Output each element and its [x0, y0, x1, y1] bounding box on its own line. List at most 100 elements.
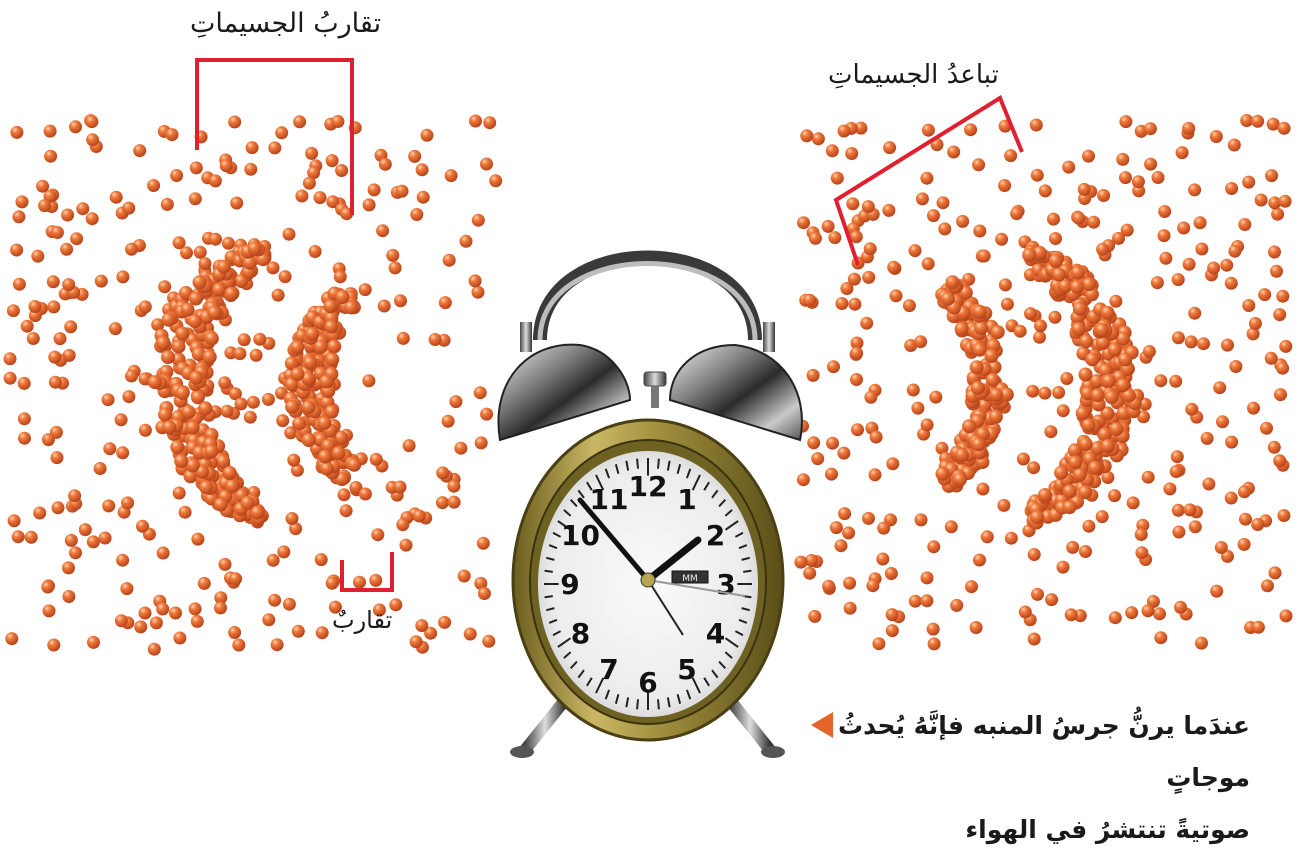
particle-dot-icon — [275, 126, 288, 139]
caption-line-1: عندَما يرنُّ جرسُ المنبه فإنَّهُ يُحدثُ … — [810, 700, 1250, 804]
particle-dot-icon — [442, 415, 455, 428]
particle-dot-icon — [1251, 518, 1264, 531]
particle-dot-icon — [87, 535, 100, 548]
particle-dot-icon — [1054, 466, 1068, 480]
particle-dot-icon — [1068, 443, 1082, 457]
particle-dot-icon — [235, 397, 248, 410]
particle-dot-icon — [794, 556, 807, 569]
particle-dot-icon — [448, 496, 461, 509]
particle-dot-icon — [973, 305, 987, 319]
particle-dot-icon — [1276, 362, 1289, 375]
particle-dot-icon — [1163, 482, 1176, 495]
particle-dot-icon — [10, 126, 23, 139]
clock-numeral: 12 — [629, 470, 668, 503]
particle-dot-icon — [999, 278, 1012, 291]
particle-dot-icon — [866, 579, 879, 592]
particle-dot-icon — [1028, 548, 1041, 561]
particle-dot-icon — [189, 602, 202, 615]
particle-dot-icon — [1034, 319, 1047, 332]
particle-dot-icon — [403, 439, 416, 452]
particle-dot-icon — [1154, 631, 1167, 644]
particle-dot-icon — [400, 539, 413, 552]
particle-dot-icon — [472, 214, 485, 227]
particle-dot-icon — [1038, 488, 1052, 502]
particle-dot-icon — [955, 322, 969, 336]
particle-dot-icon — [1070, 280, 1084, 294]
particle-dot-icon — [973, 554, 986, 567]
particle-dot-icon — [1026, 385, 1039, 398]
particle-dot-icon — [379, 158, 392, 171]
particle-dot-icon — [1158, 205, 1171, 218]
particle-dot-icon — [439, 296, 452, 309]
particle-dot-icon — [33, 507, 46, 520]
particle-dot-icon — [4, 352, 17, 365]
particle-dot-icon — [8, 514, 21, 527]
particle-dot-icon — [1210, 130, 1223, 143]
particle-dot-icon — [989, 410, 1003, 424]
particle-dot-icon — [480, 158, 493, 171]
particle-dot-icon — [1087, 216, 1100, 229]
particle-dot-icon — [1220, 259, 1233, 272]
particle-dot-icon — [70, 232, 83, 245]
particle-dot-icon — [1052, 268, 1066, 282]
clock-numeral: 9 — [560, 568, 579, 601]
figure-caption: عندَما يرنُّ جرسُ المنبه فإنَّهُ يُحدثُ … — [810, 700, 1250, 856]
particle-dot-icon — [976, 483, 989, 496]
clock-numeral: 1 — [677, 483, 696, 516]
particle-dot-icon — [232, 639, 245, 652]
particle-dot-icon — [1005, 532, 1018, 545]
particle-dot-icon — [1159, 252, 1172, 265]
particle-dot-icon — [125, 370, 138, 383]
particle-dot-icon — [845, 147, 858, 160]
particle-dot-icon — [169, 607, 182, 620]
particle-dot-icon — [956, 215, 969, 228]
particle-dot-icon — [454, 442, 467, 455]
particle-dot-icon — [1207, 262, 1220, 275]
particle-dot-icon — [246, 141, 259, 154]
particle-dot-icon — [1271, 208, 1284, 221]
particle-dot-icon — [807, 369, 820, 382]
clock-tick — [637, 459, 638, 469]
particle-dot-icon — [1019, 606, 1032, 619]
particle-dot-icon — [1101, 306, 1115, 320]
particle-dot-icon — [262, 393, 275, 406]
particle-dot-icon — [94, 462, 107, 475]
particle-dot-icon — [199, 257, 212, 270]
clock-numeral: 2 — [706, 519, 725, 552]
particle-dot-icon — [950, 599, 963, 612]
particle-dot-icon — [915, 513, 928, 526]
particle-dot-icon — [52, 501, 65, 514]
particle-dot-icon — [846, 197, 859, 210]
particle-dot-icon — [811, 452, 824, 465]
particle-dot-icon — [331, 115, 344, 128]
particle-dot-icon — [436, 496, 449, 509]
particle-dot-icon — [478, 587, 491, 600]
particle-dot-icon — [921, 571, 934, 584]
particle-dot-icon — [410, 208, 423, 221]
particle-dot-icon — [347, 458, 361, 472]
particle-dot-icon — [47, 639, 60, 652]
particle-dot-icon — [61, 209, 74, 222]
particle-dot-icon — [1265, 169, 1278, 182]
particle-dot-icon — [1073, 468, 1087, 482]
clock-tick — [545, 596, 553, 597]
particle-dot-icon — [864, 391, 877, 404]
clock-numeral: 8 — [571, 617, 590, 650]
particle-dot-icon — [228, 116, 241, 129]
particle-dot-icon — [869, 468, 882, 481]
particle-dot-icon — [862, 512, 875, 525]
particle-dot-icon — [429, 333, 442, 346]
particle-dot-icon — [482, 635, 495, 648]
particle-dot-icon — [822, 220, 835, 233]
particle-dot-icon — [870, 431, 883, 444]
particle-dot-icon — [1071, 266, 1085, 280]
particle-dot-icon — [1127, 496, 1140, 509]
particle-dot-icon — [115, 614, 128, 627]
particle-dot-icon — [1119, 115, 1132, 128]
particle-dot-icon — [194, 246, 207, 259]
particle-dot-icon — [1004, 149, 1017, 162]
particle-dot-icon — [472, 286, 485, 299]
particle-dot-icon — [64, 320, 77, 333]
particle-dot-icon — [157, 547, 170, 560]
particle-dot-icon — [327, 339, 341, 353]
